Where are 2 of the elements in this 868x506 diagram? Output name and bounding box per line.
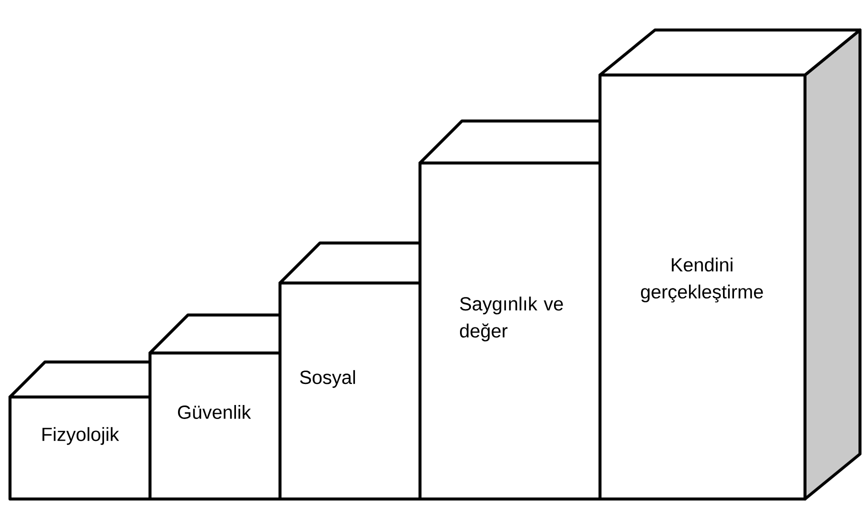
step-box: Kendini gerçekleştirme bbox=[598, 28, 862, 500]
step-box: Sosyal bbox=[278, 242, 462, 500]
